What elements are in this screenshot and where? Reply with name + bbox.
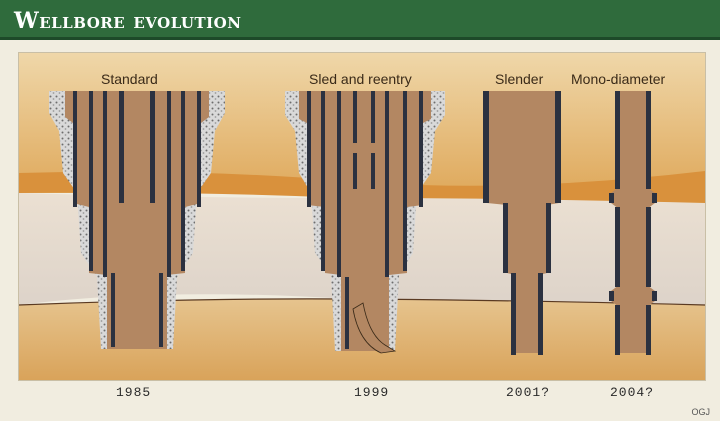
design-label-sled-reentry: Sled and reentry — [309, 71, 412, 87]
casing-sled — [299, 91, 431, 351]
sidetrack — [352, 302, 397, 354]
title-bar: Wellbore evolution — [0, 0, 720, 40]
diagram-svg — [19, 53, 705, 380]
casing-mono — [611, 91, 655, 353]
design-label-mono-diameter: Mono-diameter — [571, 71, 666, 87]
well-standard — [49, 91, 225, 349]
year-sled-reentry: 1999 — [354, 385, 390, 400]
design-label-standard: Standard — [101, 71, 158, 87]
year-standard: 1985 — [116, 385, 152, 400]
year-mono-diameter: 2004? — [610, 385, 655, 400]
figure-title: Wellbore evolution — [14, 8, 242, 34]
well-mono-diameter — [609, 91, 657, 355]
design-label-slender: Slender — [495, 71, 544, 87]
well-sled-reentry — [285, 91, 445, 354]
wellbore-diagram: Standard Sled and reentry Slender Mono-d… — [18, 52, 706, 381]
casing-standard — [65, 91, 209, 349]
casing-slender — [487, 91, 559, 353]
credit-mark: OGJ — [691, 407, 710, 417]
well-slender — [483, 91, 561, 355]
year-slender: 2001? — [506, 385, 551, 400]
